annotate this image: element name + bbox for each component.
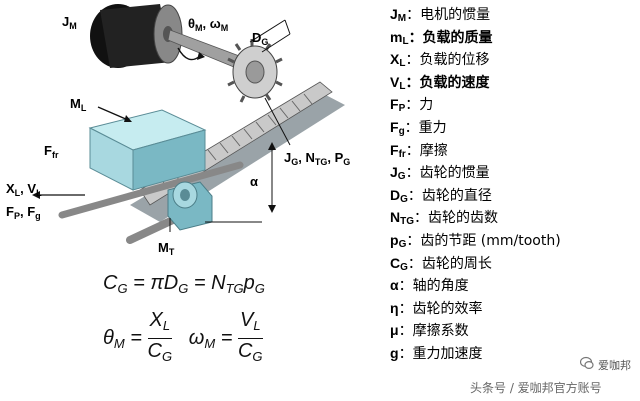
label-dg: DG xyxy=(252,30,268,47)
legend-symbol-subscript: G xyxy=(400,193,408,205)
legend-description: ：摩擦系数 xyxy=(398,323,469,340)
legend-symbol-subscript: G xyxy=(400,261,408,273)
legend-symbol: p xyxy=(390,231,399,248)
label-fp-fg: FP, Fg xyxy=(6,204,41,221)
load-block xyxy=(88,109,207,191)
legend-description: ：负载的位移 xyxy=(405,52,490,69)
label-ml: ML xyxy=(70,96,87,113)
legend-item: Fg：重力 xyxy=(390,116,635,139)
legend-symbol-subscript: M xyxy=(397,13,407,24)
legend-description: ：重力 xyxy=(404,119,447,136)
wechat-icon xyxy=(580,356,594,370)
legend-symbol-subscript: L xyxy=(399,80,406,92)
legend-item: μ：摩擦系数 xyxy=(390,319,635,342)
legend-symbol: J xyxy=(390,164,398,181)
legend-description: ：齿轮的惯量 xyxy=(405,165,490,182)
legend-symbol: V xyxy=(390,73,400,90)
legend-symbol-subscript: fr xyxy=(398,148,406,160)
legend-symbol-subscript: g xyxy=(398,125,405,137)
legend-symbol-subscript: L xyxy=(402,35,409,47)
legend-symbol: X xyxy=(390,51,400,68)
legend-description: ：齿轮的周长 xyxy=(407,255,492,272)
guide-rod-upper xyxy=(58,161,244,219)
legend-symbol: N xyxy=(390,209,401,226)
legend-item: η：齿轮的效率 xyxy=(390,297,635,320)
legend-item: DG：齿轮的直径 xyxy=(390,184,635,207)
circumference-formula: CG = πDG = NTGpG xyxy=(103,272,265,296)
rack-pinion-diagram: JM θM, ωM DG ML Ffr XL, VL FP, Fg JG, NT… xyxy=(6,4,350,257)
legend-description: ：摩擦 xyxy=(405,142,448,159)
legend-symbol: α xyxy=(390,277,399,294)
legend-symbol-subscript: P xyxy=(398,103,406,115)
jg-leader xyxy=(264,97,291,146)
label-ffr: Ffr xyxy=(44,143,59,160)
legend-symbol-subscript: G xyxy=(398,238,407,250)
legend-description: ：齿轮的齿数 xyxy=(414,210,499,227)
pinion-gear xyxy=(227,39,283,103)
legend-item: XL：负载的位移 xyxy=(390,48,635,71)
legend-symbol-subscript: TG xyxy=(400,216,415,228)
legend-item: NTG：齿轮的齿数 xyxy=(390,206,635,229)
legend-item: CG：齿轮的周长 xyxy=(390,252,635,275)
legend-item: mL：负载的质量 xyxy=(390,26,635,49)
legend-description: ：电机的惯量 xyxy=(406,7,491,23)
watermark-text: 爱咖邦 xyxy=(598,359,631,372)
label-mt: MT xyxy=(158,240,175,257)
ml-leader xyxy=(97,106,129,121)
legend-item: FP：力 xyxy=(390,93,635,116)
legend-symbol: D xyxy=(390,186,401,203)
legend-symbol: F xyxy=(390,141,399,158)
legend-item: VL：负载的速度 xyxy=(390,71,635,94)
legend-description: ：轴的角度 xyxy=(398,278,469,295)
legend-description: ：齿轮的效率 xyxy=(398,300,483,317)
legend-symbol: η xyxy=(390,299,399,316)
motor-body xyxy=(100,4,172,68)
legend-symbol: C xyxy=(390,254,401,271)
dg-dimension xyxy=(249,19,291,53)
legend-symbol: F xyxy=(390,96,399,113)
legend-description: ：重力加速度 xyxy=(398,345,483,362)
legend-symbol: J xyxy=(390,6,398,22)
label-jm: JM xyxy=(62,14,77,31)
legend-description: ：力 xyxy=(405,97,434,114)
legend-symbol: g xyxy=(390,344,399,361)
label-alpha: α xyxy=(250,174,258,189)
legend-item: JG：齿轮的惯量 xyxy=(390,161,635,184)
label-theta-omega: θM, ωM xyxy=(188,16,228,33)
legend-item: g：重力加速度 xyxy=(390,342,635,365)
label-jg-ntg-pg: JG, NTG, PG xyxy=(284,150,350,167)
legend-description: ：负载的质量 xyxy=(408,29,493,46)
legend-symbol-subscript: L xyxy=(399,58,406,70)
legend-item: Ffr：摩擦 xyxy=(390,139,635,162)
legend-symbol: F xyxy=(390,118,399,135)
legend-item: pG：齿的节距 (mm/tooth) xyxy=(390,229,635,252)
legend-item: α：轴的角度 xyxy=(390,274,635,297)
legend-symbol-subscript: G xyxy=(397,171,406,183)
footer-credit: 头条号 / 爱咖邦官方账号 xyxy=(470,381,602,395)
legend-description: ：负载的速度 xyxy=(405,74,490,91)
carriage xyxy=(167,181,213,231)
legend-symbol: μ xyxy=(390,322,399,339)
label-xl-vl: XL, VL xyxy=(6,181,42,198)
legend-description: ：齿轮的直径 xyxy=(407,187,492,204)
legend-description: ：齿的节距 (mm/tooth) xyxy=(406,232,561,249)
legend-symbol: m xyxy=(390,28,403,45)
legend-item: JM：电机的惯量 xyxy=(390,3,635,26)
